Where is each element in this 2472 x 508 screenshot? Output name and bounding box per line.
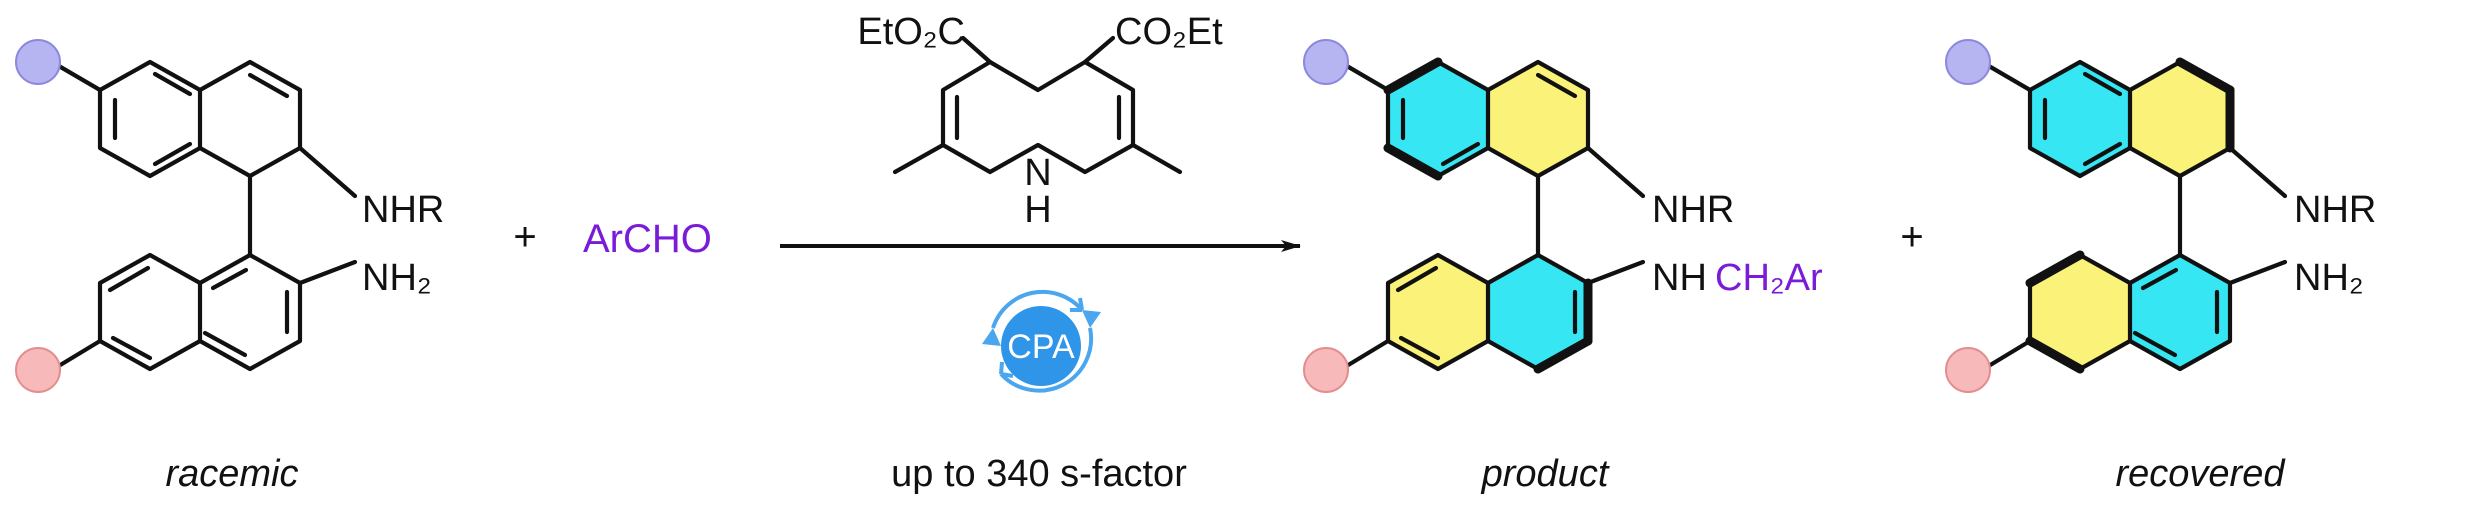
product-cyan-ring-lower	[1488, 255, 1588, 369]
reactant-nhr-label: NHR	[362, 189, 444, 231]
reactant-nh2-label: NH₂	[362, 257, 432, 299]
recovered-blue-substituent-dot	[1945, 39, 1991, 85]
recovered-yellow-ring-upper	[2130, 62, 2230, 176]
recovered-cyan-ring-upper	[2030, 62, 2130, 176]
recovered-nh2-label: NH₂	[2294, 257, 2364, 299]
plus-sign-2: +	[1900, 215, 1923, 259]
recovered-red-substituent-dot	[1945, 347, 1991, 393]
recovered-structure: NHR NH₂ recovered	[1945, 39, 2376, 495]
racemic-binam-structure: NHR NH₂ racemic	[15, 39, 444, 495]
reactant-caption: racemic	[165, 453, 298, 495]
reactant-blue-substituent-dot	[15, 39, 61, 85]
product-red-substituent-dot	[1303, 347, 1349, 393]
recovered-caption: recovered	[2116, 453, 2287, 495]
product-nhr-label: NHR	[1652, 189, 1734, 231]
product-ch2ar-label: CH₂Ar	[1715, 257, 1823, 299]
product-nh-label: NH	[1652, 257, 1707, 299]
product-caption: product	[1481, 453, 1610, 495]
product-cyan-ring-upper	[1388, 62, 1488, 176]
product-yellow-ring-upper	[1488, 62, 1588, 176]
reactant-upper-naphthalene	[49, 59, 358, 258]
product-structure: NHR NH CH₂Ar product	[1303, 39, 1823, 495]
hantzsch-h-label: H	[1024, 189, 1051, 231]
left-ester-label: EtO₂C	[857, 11, 965, 53]
reactant-lower-naphthalene	[49, 252, 358, 373]
right-ester-label: CO₂Et	[1115, 11, 1223, 53]
aldehyde-label: ArCHO	[583, 217, 712, 261]
plus-sign-1: +	[513, 215, 536, 259]
hantzsch-n-label: N	[1024, 152, 1051, 194]
product-blue-substituent-dot	[1303, 39, 1349, 85]
condition-label: up to 340 s-factor	[891, 453, 1187, 495]
recycle-arrows-icon	[982, 289, 1101, 393]
recovered-yellow-ring-lower	[2030, 255, 2130, 369]
hantzsch-ester-structure: EtO₂C CO₂Et N H	[857, 11, 1223, 231]
reactant-red-substituent-dot	[15, 347, 61, 393]
cpa-label: CPA	[1007, 328, 1075, 366]
recovered-nhr-label: NHR	[2294, 189, 2376, 231]
cpa-catalyst-badge: CPA	[982, 289, 1101, 393]
product-yellow-ring-lower	[1388, 255, 1488, 369]
